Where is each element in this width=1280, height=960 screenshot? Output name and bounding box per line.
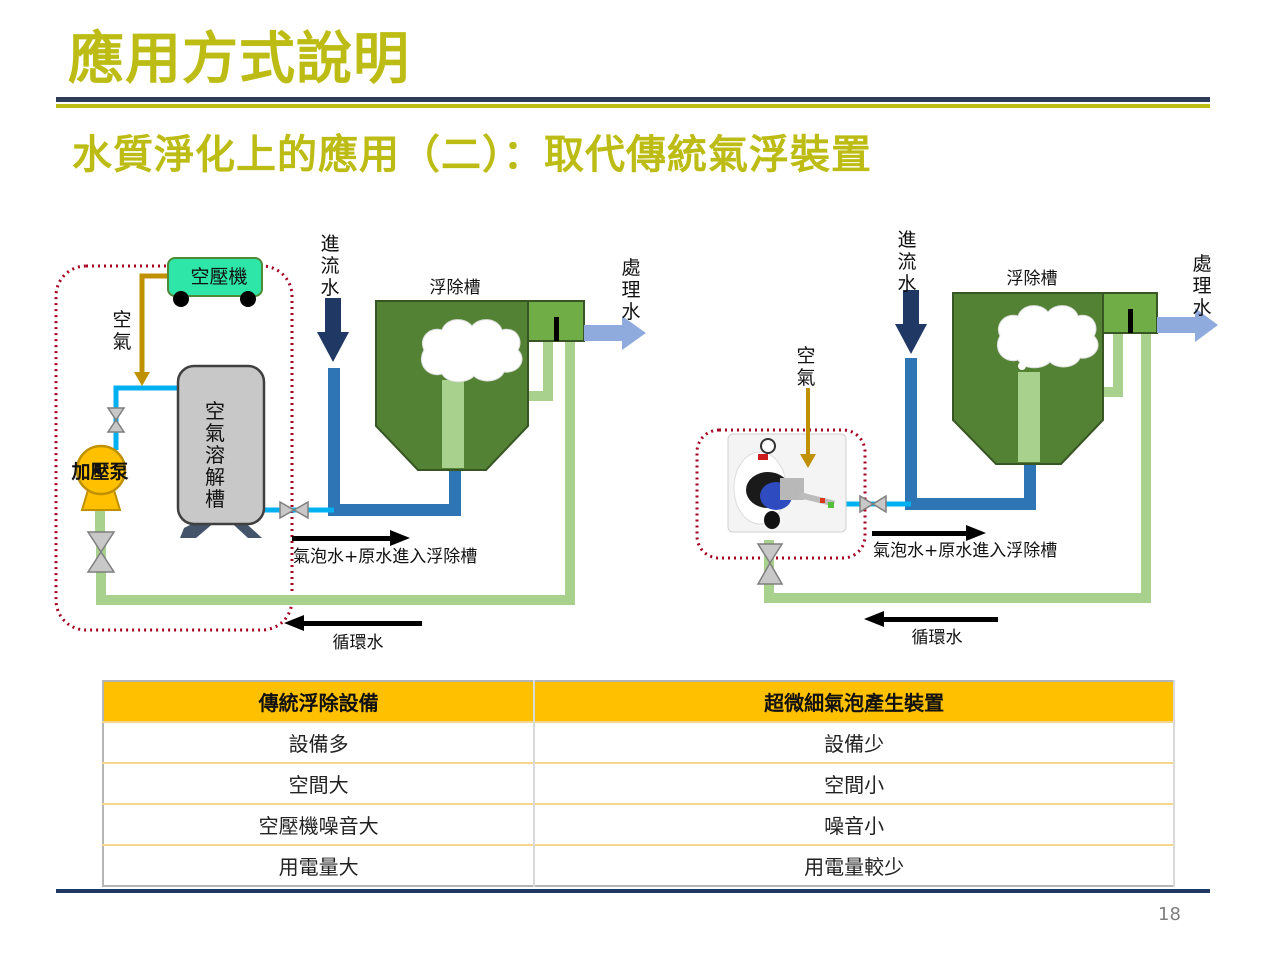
flotation-tank-left (375, 300, 585, 471)
vertical-label-char: 空 (205, 399, 225, 423)
table-row: 用電量大 用電量較少 (103, 844, 1175, 886)
title-divider-olive (56, 104, 1210, 108)
vertical-label-char: 處 (621, 257, 640, 279)
vertical-label-char: 理 (1192, 275, 1211, 297)
inflow-arrow-left (317, 298, 349, 362)
header-conventional: 傳統浮除設備 (103, 681, 536, 722)
right-diagram: 空氣 進流水 浮除槽 (695, 229, 1218, 648)
treated-water-label-right: 處理水 (1192, 253, 1211, 319)
cell-micro-bubble: 空間小 (534, 762, 1175, 804)
valve-lower-right (756, 543, 784, 585)
flow-arrow-left (292, 530, 410, 546)
table-row: 空壓機噪音大 噪音小 (103, 803, 1175, 845)
vertical-label-char: 水 (1192, 297, 1211, 319)
flow-label-left: 氣泡水+原水進入浮除槽 (293, 547, 477, 567)
page-title: 應用方式說明 (68, 27, 410, 92)
vertical-label-char: 水 (621, 301, 640, 323)
air-arrowhead (134, 372, 150, 386)
valve-upper-left (106, 407, 126, 433)
valve-outlet-right (859, 494, 887, 514)
vertical-label-char: 空 (796, 345, 815, 367)
inflow-arrow-right (895, 290, 927, 354)
vertical-label-char: 空 (112, 309, 131, 331)
flow-arrow-right (872, 525, 986, 541)
vertical-label-char: 溶 (205, 443, 225, 467)
page-number: 18 (1158, 904, 1181, 925)
vertical-label-char: 氣 (112, 331, 131, 353)
inflow-label-left: 進流水 (320, 233, 339, 299)
air-arrowhead-right (800, 454, 816, 468)
dissolved-air-line (113, 385, 178, 450)
overflow-pipe-right (1102, 334, 1123, 397)
treated-water-label-left: 處理水 (621, 257, 640, 323)
cell-conventional: 空壓機噪音大 (103, 803, 536, 845)
inflow-pipe-right (905, 358, 1036, 510)
micro-bubble-generator-image (727, 433, 847, 533)
vertical-label-char: 流 (320, 255, 339, 277)
vertical-label-char: 水 (320, 277, 339, 299)
table-row: 空間大 空間小 (103, 762, 1175, 804)
flotation-tank-label-left: 浮除槽 (430, 278, 481, 298)
air-dissolution-tank (176, 364, 266, 538)
return-label-right: 循環水 (912, 628, 963, 648)
vertical-label-char: 理 (621, 279, 640, 301)
pressure-pump (75, 444, 127, 511)
table-row: 設備多 設備少 (103, 721, 1175, 763)
air-line (139, 273, 170, 378)
inflow-label-right: 進流水 (897, 229, 916, 295)
vertical-label-char: 解 (205, 465, 225, 489)
flotation-tank-label-right: 浮除槽 (1007, 269, 1058, 289)
vertical-label-char: 水 (897, 273, 916, 295)
cell-conventional: 用電量大 (103, 844, 536, 886)
vertical-label-char: 進 (897, 229, 916, 251)
vertical-label-char: 氣 (205, 421, 225, 445)
cell-conventional: 設備多 (103, 721, 536, 763)
treated-water-arrow-right (1157, 308, 1218, 342)
overflow-pipe (528, 342, 553, 401)
pump-label: 加壓泵 (70, 461, 128, 483)
valve-outlet-left (279, 500, 309, 520)
title-divider-navy (56, 97, 1210, 102)
conventional-equipment-boundary (54, 264, 294, 632)
device-boundary (695, 428, 867, 560)
header-micro-bubble: 超微細氣泡產生裝置 (534, 681, 1175, 722)
return-arrow-left (284, 615, 422, 631)
air-compressor: 空壓機 (167, 257, 263, 307)
cell-micro-bubble: 設備少 (534, 721, 1175, 763)
vertical-label-char: 進 (320, 233, 339, 255)
vertical-label-char: 氣 (796, 367, 815, 389)
inflow-pipe (328, 368, 461, 516)
vertical-label-char: 槽 (205, 487, 225, 511)
table-header-row: 傳統浮除設備 超微細氣泡產生裝置 (103, 681, 1175, 722)
compressor-label: 空壓機 (190, 266, 247, 288)
cell-micro-bubble: 噪音小 (534, 803, 1175, 845)
return-arrow-right (864, 611, 998, 627)
air-label-left-vertical: 空氣 (112, 309, 131, 353)
valve-lower-left (86, 531, 116, 573)
page-subtitle: 水質淨化上的應用（二）：取代傳統氣浮裝置 (72, 132, 872, 178)
air-label-right: 空氣 (796, 345, 815, 389)
flotation-tank-right (952, 292, 1158, 465)
comparison-table: 傳統浮除設備 超微細氣泡產生裝置 設備多 設備少 空間大 空間小 空壓機噪音大 … (102, 680, 1175, 887)
vertical-label-char: 處 (1192, 253, 1211, 275)
vertical-label-char: 流 (897, 251, 916, 273)
return-label-left: 循環水 (333, 633, 384, 653)
cell-micro-bubble: 用電量較少 (534, 844, 1175, 886)
flow-label-right: 氣泡水+原水進入浮除槽 (873, 541, 1057, 561)
footer-divider (56, 889, 1210, 893)
cell-conventional: 空間大 (103, 762, 536, 804)
treated-water-arrow-left (584, 316, 646, 350)
